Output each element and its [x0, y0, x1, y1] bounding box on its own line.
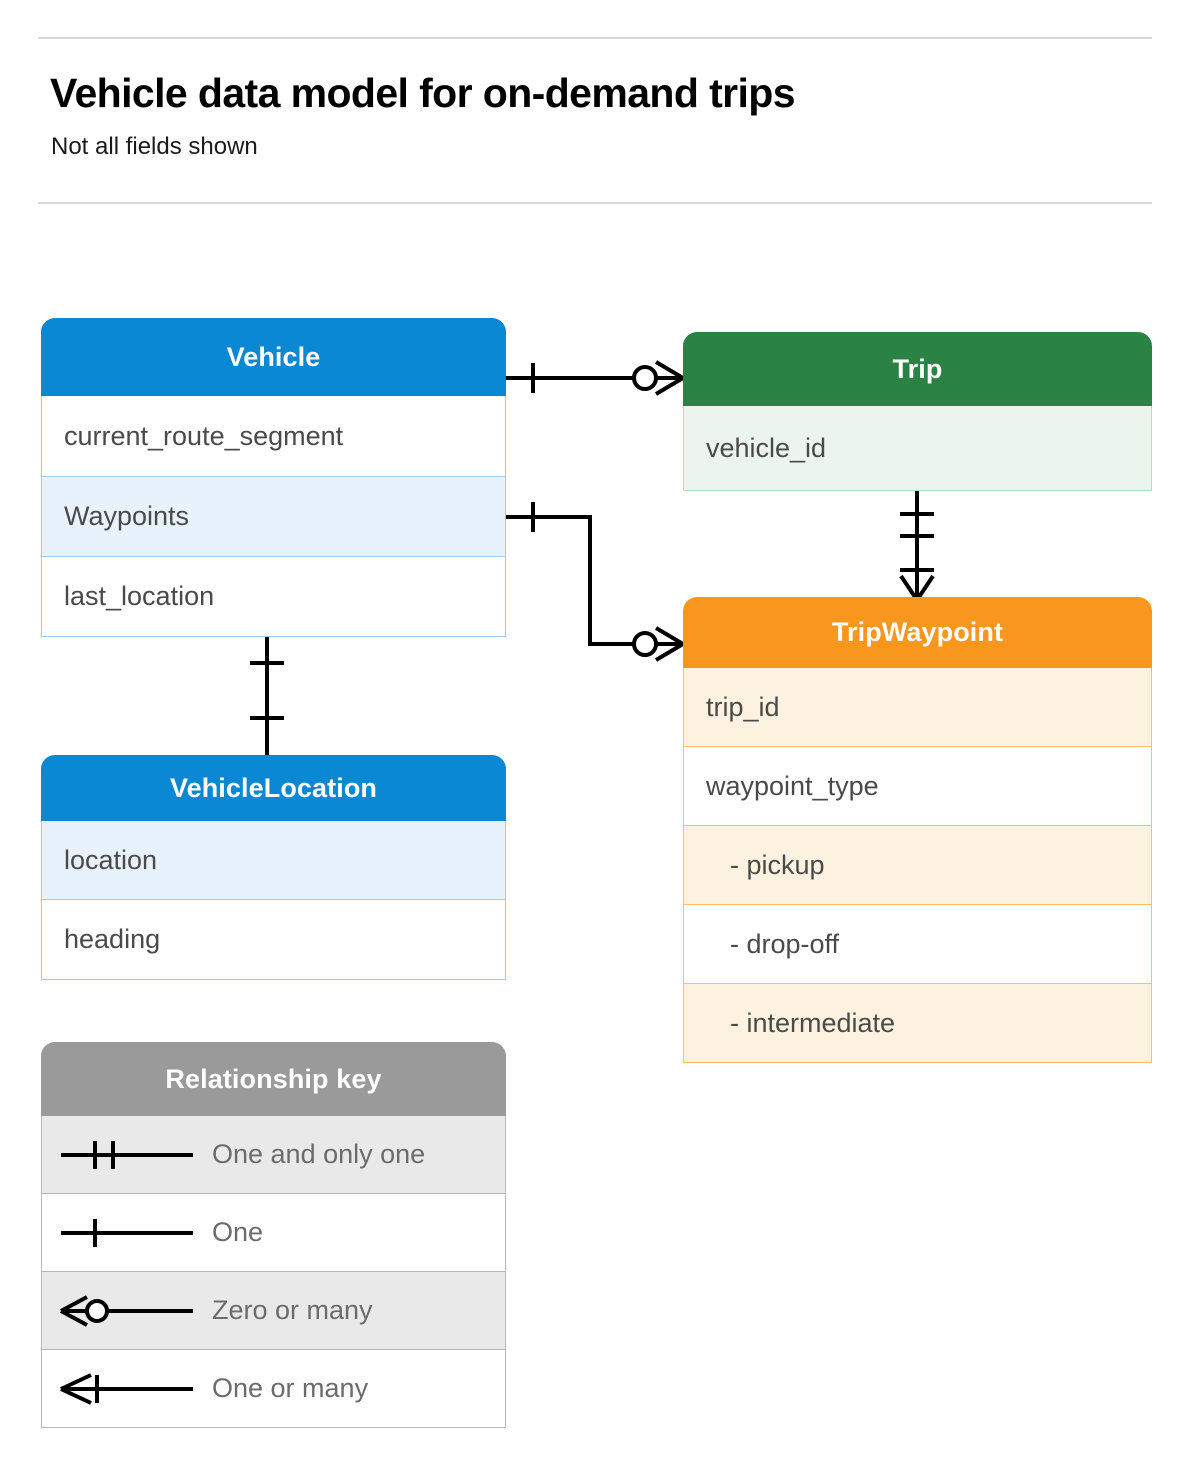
entity-vehicle-location-fields: location heading: [41, 821, 506, 980]
entity-trip-fields: vehicle_id: [683, 406, 1152, 491]
entity-trip-waypoint-title: TripWaypoint: [683, 597, 1152, 668]
one-and-only-one-icon: [42, 1135, 212, 1175]
field-row[interactable]: - intermediate: [683, 984, 1152, 1063]
field-row[interactable]: vehicle_id: [683, 406, 1152, 491]
field-row[interactable]: - drop-off: [683, 905, 1152, 984]
connector-waypoints-tripwaypoint: [506, 502, 685, 662]
entity-trip-title: Trip: [683, 332, 1152, 406]
field-row[interactable]: trip_id: [683, 668, 1152, 747]
field-row[interactable]: - pickup: [683, 826, 1152, 905]
field-row[interactable]: current_route_segment: [41, 396, 506, 477]
legend-title: Relationship key: [41, 1042, 506, 1116]
entity-vehicle[interactable]: Vehicle current_route_segment Waypoints …: [41, 318, 506, 637]
entity-vehicle-title: Vehicle: [41, 318, 506, 396]
entity-vehicle-location[interactable]: VehicleLocation location heading: [41, 755, 506, 980]
field-row[interactable]: heading: [41, 900, 506, 980]
page-title: Vehicle data model for on-demand trips: [50, 70, 796, 116]
entity-trip[interactable]: Trip vehicle_id: [683, 332, 1152, 491]
legend-item-label: Zero or many: [212, 1295, 373, 1325]
one-or-many-icon: [42, 1369, 212, 1409]
legend-relationship-key[interactable]: Relationship key One and only one: [41, 1042, 506, 1428]
legend-item[interactable]: One: [41, 1194, 506, 1272]
legend-item-label: One: [212, 1217, 264, 1247]
connector-vehicle-vehiclelocation: [250, 637, 284, 755]
connector-trip-tripwaypoint: [899, 491, 935, 602]
legend-item-label: One or many: [212, 1373, 369, 1403]
one-icon: [42, 1213, 212, 1253]
entity-trip-waypoint[interactable]: TripWaypoint trip_id waypoint_type - pic…: [683, 597, 1152, 1063]
entity-trip-waypoint-fields: trip_id waypoint_type - pickup - drop-of…: [683, 668, 1152, 1063]
header-divider-top: [38, 37, 1152, 39]
connector-vehicle-trip: [506, 360, 685, 396]
legend-item[interactable]: One and only one: [41, 1116, 506, 1194]
legend-item[interactable]: Zero or many: [41, 1272, 506, 1350]
entity-vehicle-fields: current_route_segment Waypoints last_loc…: [41, 396, 506, 637]
zero-or-many-icon: [42, 1291, 212, 1331]
legend-item-label: One and only one: [212, 1139, 426, 1169]
field-row[interactable]: Waypoints: [41, 477, 506, 557]
header-divider-bottom: [38, 202, 1152, 204]
page-subtitle: Not all fields shown: [51, 133, 258, 160]
entity-vehicle-location-title: VehicleLocation: [41, 755, 506, 821]
field-row[interactable]: waypoint_type: [683, 747, 1152, 826]
field-row[interactable]: last_location: [41, 557, 506, 637]
legend-item[interactable]: One or many: [41, 1350, 506, 1428]
field-row[interactable]: location: [41, 821, 506, 900]
legend-items: One and only one One: [41, 1116, 506, 1428]
